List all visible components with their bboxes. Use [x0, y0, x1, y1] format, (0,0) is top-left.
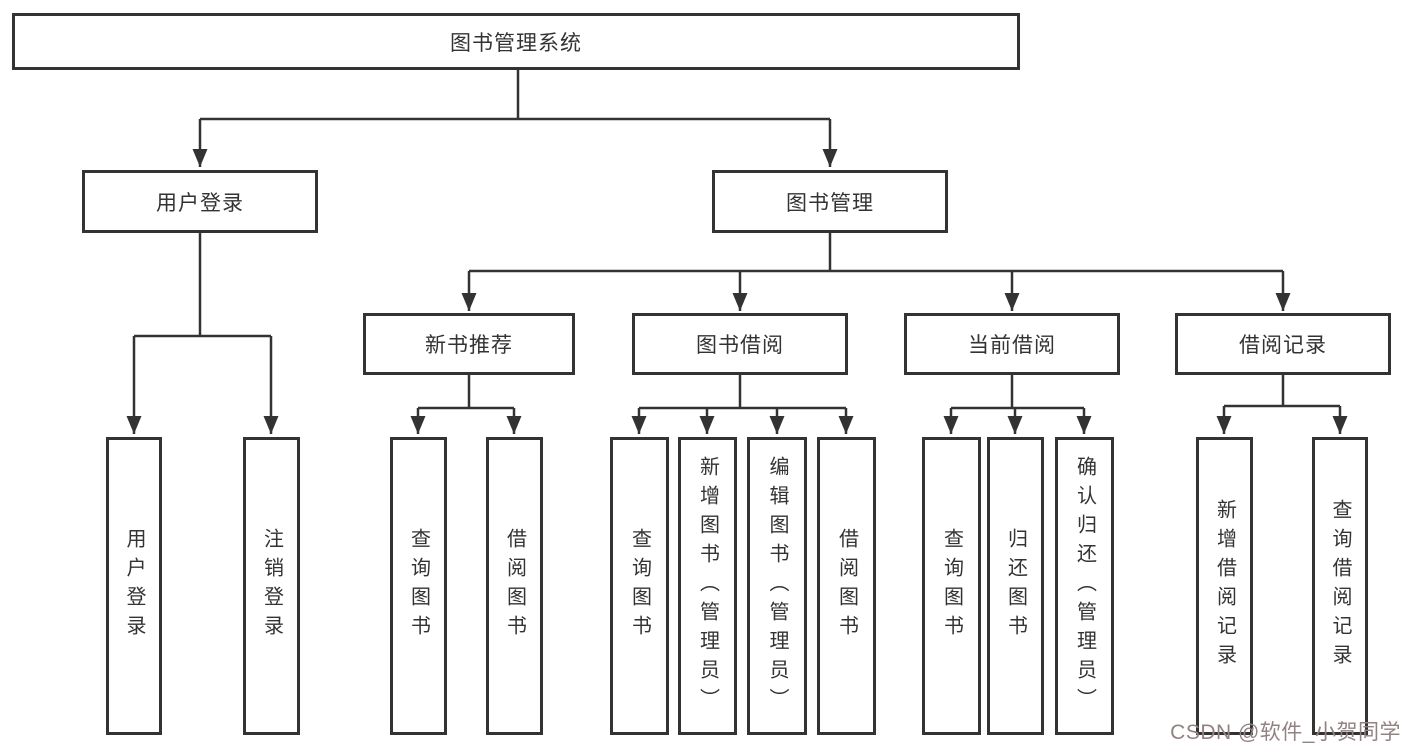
node-book-mgmt: 图书管理	[712, 170, 948, 233]
leaf-user-login-label: 用户登录	[123, 528, 145, 644]
csdn-watermark: CSDN @软件_小贺同学	[1170, 721, 1401, 744]
leaf-return-book: 归还图书	[987, 437, 1044, 735]
leaf-query-book-1-label: 查询图书	[407, 528, 430, 644]
leaf-borrow-book-2: 借阅图书	[817, 437, 876, 735]
connector-user-login-branch	[126, 233, 279, 434]
leaf-add-borrow-record-label: 新增借阅记录	[1213, 499, 1236, 673]
node-user-login-label: 用户登录	[156, 191, 244, 215]
node-current-borrow-label: 当前借阅	[968, 334, 1056, 357]
node-root-label: 图书管理系统	[450, 31, 582, 55]
leaf-borrow-book-2-label: 借阅图书	[835, 528, 858, 644]
leaf-borrow-book-1: 借阅图书	[486, 437, 543, 735]
connector-root-to-level1	[192, 70, 838, 167]
connector-current-borrow-branch	[943, 375, 1092, 434]
connector-book-mgmt-branch	[461, 233, 1291, 311]
leaf-query-borrow-record-label: 查询借阅记录	[1329, 499, 1351, 673]
leaf-query-book-3-label: 查询图书	[940, 528, 963, 644]
leaf-add-book-admin-label: 新增图书（管理员）	[696, 455, 719, 717]
leaf-query-book-1: 查询图书	[390, 437, 447, 735]
leaf-add-book-admin: 新增图书（管理员）	[678, 437, 737, 735]
leaf-query-borrow-record: 查询借阅记录	[1312, 437, 1368, 735]
connector-borrow-record-branch	[1216, 375, 1348, 434]
node-root: 图书管理系统	[12, 13, 1020, 70]
leaf-query-book-2-label: 查询图书	[628, 528, 651, 644]
node-user-login: 用户登录	[82, 170, 318, 233]
node-book-borrow-label: 图书借阅	[696, 334, 784, 357]
leaf-logout: 注销登录	[243, 437, 300, 735]
leaf-query-book-3: 查询图书	[922, 437, 981, 735]
node-book-mgmt-label: 图书管理	[786, 191, 874, 215]
connector-new-book-rec-branch	[410, 375, 522, 434]
leaf-logout-label: 注销登录	[260, 528, 283, 644]
leaf-query-book-2: 查询图书	[610, 437, 669, 735]
leaf-edit-book-admin-label: 编辑图书（管理员）	[766, 455, 788, 717]
leaf-borrow-book-1-label: 借阅图书	[503, 528, 526, 644]
connector-book-borrow-branch	[631, 375, 854, 434]
leaf-add-borrow-record: 新增借阅记录	[1196, 437, 1253, 735]
node-book-borrow: 图书借阅	[632, 313, 848, 375]
leaf-confirm-return-admin: 确认归还（管理员）	[1055, 437, 1114, 735]
leaf-confirm-return-admin-label: 确认归还（管理员）	[1073, 455, 1096, 717]
node-current-borrow: 当前借阅	[904, 313, 1120, 375]
leaf-edit-book-admin: 编辑图书（管理员）	[747, 437, 807, 735]
node-new-book-recommend: 新书推荐	[363, 313, 575, 375]
node-borrow-record-label: 借阅记录	[1239, 334, 1327, 357]
leaf-user-login: 用户登录	[106, 437, 162, 735]
node-borrow-record: 借阅记录	[1175, 313, 1391, 375]
node-new-book-recommend-label: 新书推荐	[425, 334, 513, 357]
leaf-return-book-label: 归还图书	[1004, 528, 1027, 644]
